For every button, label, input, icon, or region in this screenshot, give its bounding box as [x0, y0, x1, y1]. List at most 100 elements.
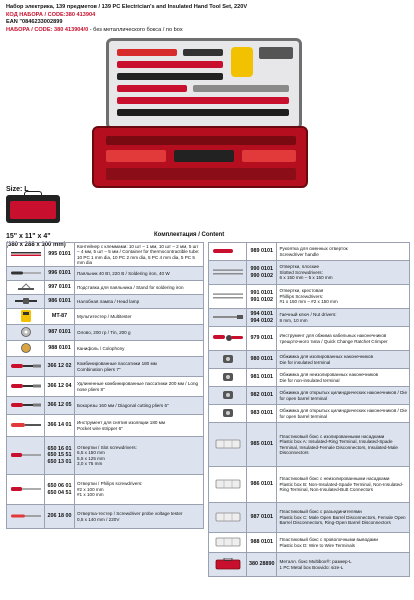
item-code: 988 0101 — [245, 532, 278, 553]
size-info: Size: L 15" x 11" x 4" (380 x 288 x 100 … — [6, 186, 86, 249]
item-code: 366 12 04 — [44, 376, 75, 397]
pliers-icon — [10, 382, 41, 391]
closed-case-icon — [6, 191, 60, 223]
item-code: MT-87 — [44, 308, 75, 325]
die-icon — [221, 372, 235, 383]
item-description: Пластиковый бокс с разъединителями Plast… — [276, 502, 410, 533]
item-image — [208, 242, 247, 261]
item-image — [6, 340, 45, 357]
item-image — [208, 552, 247, 577]
item-code: 650 16 01 650 15 51 650 13 01 — [44, 436, 75, 475]
item-image — [208, 308, 247, 327]
item-image — [208, 404, 247, 423]
item-description: Налобная лампа / Head lamp — [74, 294, 204, 309]
item-image — [6, 356, 45, 377]
tester-icon — [10, 512, 41, 521]
ean-code: EAN "0846233002899 — [6, 19, 63, 26]
item-code: 990 0101 990 0102 — [245, 260, 278, 285]
bits-icon — [212, 292, 243, 301]
set-title: Набор электрика, 139 предметов / 139 PC … — [6, 4, 248, 10]
screwdriver-icon — [10, 485, 41, 494]
item-description: Пластиковый бокс с неизолированными наса… — [276, 466, 410, 503]
item-description: Отвертки / Slot screwdrivers: 6,5 x 150 … — [74, 436, 204, 475]
item-code: 995 0101 — [44, 242, 75, 267]
item-description: Обжимка для неизолированных наконечников… — [276, 368, 410, 387]
item-image — [208, 502, 247, 533]
item-description: Отвертки / Philips screwdrivers: #2 x 10… — [74, 474, 204, 505]
item-image — [208, 350, 247, 369]
item-image — [6, 308, 45, 325]
item-code: 988 0101 — [44, 340, 75, 357]
pliers-icon — [10, 362, 41, 371]
item-image — [208, 466, 247, 503]
item-code: 985 0101 — [245, 422, 278, 467]
item-image — [208, 326, 247, 351]
item-code: 366 12 02 — [44, 356, 75, 377]
soldering-iron-icon — [10, 269, 41, 278]
item-image — [208, 532, 247, 553]
metal-box-icon — [215, 557, 241, 571]
item-code: 366 12 05 — [44, 396, 75, 415]
item-code: 994 0101 994 0102 — [245, 308, 278, 327]
case-lid — [106, 38, 302, 130]
item-code: 380 28890 — [245, 552, 278, 577]
item-image — [6, 474, 45, 505]
item-image — [6, 242, 45, 267]
item-description: Комбинированные пассатижи 180 мм Combina… — [74, 356, 204, 377]
item-code: 983 0101 — [245, 404, 278, 423]
item-code: 981 0101 — [245, 368, 278, 387]
die-icon — [221, 408, 235, 419]
head-lamp-icon — [14, 297, 37, 306]
item-image — [208, 386, 247, 405]
item-image — [6, 436, 45, 475]
item-description: Гаечный ключ / Nut drivers: 8 mm, 10 mm — [276, 308, 410, 327]
tin-icon — [20, 326, 32, 338]
item-description: Рукоятка для сменных отверток Screwdrive… — [276, 242, 410, 261]
crimper-icon — [212, 333, 243, 344]
item-description: Паяльник 40 Вт, 220 В / Soldering iron, … — [74, 266, 204, 281]
item-code: 991 0101 991 0102 — [245, 284, 278, 309]
multitester-icon — [19, 309, 33, 323]
item-image — [208, 422, 247, 467]
item-code: 986 0101 — [245, 466, 278, 503]
item-description: Отвертка-тестер / Screwdriver probe volt… — [74, 504, 204, 529]
item-code: 987 0101 — [44, 324, 75, 341]
item-description: Пластиковый бокс с проволочными выводами… — [276, 532, 410, 553]
bits-icon — [212, 268, 243, 277]
stand-icon — [16, 283, 36, 292]
item-code: 366 14 01 — [44, 414, 75, 437]
item-image — [6, 504, 45, 529]
box-icon — [215, 479, 241, 490]
item-code: 987 0101 — [245, 502, 278, 533]
item-image — [6, 414, 45, 437]
header: Набор электрика, 139 предметов / 139 PC … — [6, 4, 410, 34]
box-icon — [215, 512, 241, 523]
item-image — [6, 324, 45, 341]
item-image — [6, 396, 45, 415]
item-description: Отвертки, крестовая Phillips Screwdriver… — [276, 284, 410, 309]
item-description: Отвертки, плоские Slotted Screwdrivers: … — [276, 260, 410, 285]
item-description: Обжимка для открытых цилиндрических нако… — [276, 386, 410, 405]
item-code: 206 18 00 — [44, 504, 75, 529]
size-inches: 15" x 11" x 4" — [6, 233, 51, 240]
item-description: Олово, 200 гр / Tin, 200 g — [74, 324, 204, 341]
item-image — [6, 376, 45, 397]
item-code: 650 06 01 650 04 51 — [44, 474, 75, 505]
